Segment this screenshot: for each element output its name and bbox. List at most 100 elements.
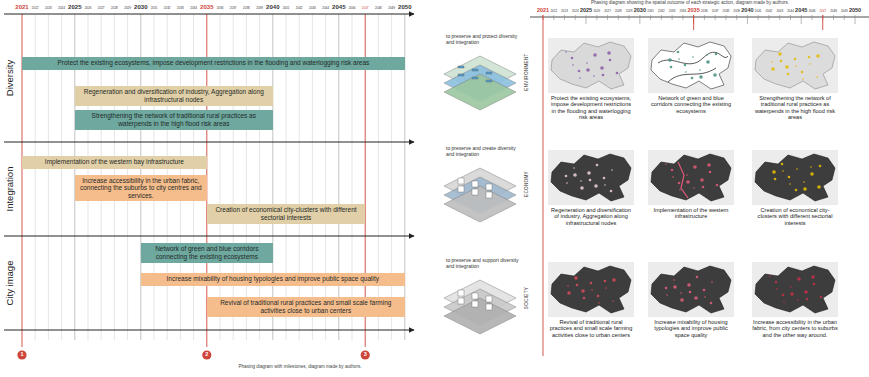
map-spot [594,184,598,188]
map-ground [548,262,634,317]
map-ground [752,38,838,93]
year-label: 2050 [398,4,411,10]
year-label: 2050 [849,8,861,14]
sector-label: SOCIETY [525,287,530,309]
map-spot [707,163,711,167]
map-spot [576,284,579,287]
action-bar: Revival of traditional rural practices a… [207,297,405,316]
iso-block [472,181,478,187]
maps [548,38,838,317]
year-tick [650,15,651,20]
year-label: 2028 [111,7,118,10]
iso-block [472,293,478,299]
map-spot [794,58,797,61]
map-spot [790,286,792,288]
map-spot [696,276,699,279]
map-spot [578,70,581,73]
year-label: 2022 [550,10,557,13]
year-tick [661,15,662,20]
year-label: 2021 [15,4,28,10]
year-tick [575,15,576,20]
map-caption: Increase mixability of housing typologie… [648,319,734,338]
map-ground [648,150,734,205]
milestone-circle [17,350,26,359]
year-label: 2038 [243,7,250,10]
map-spot [567,285,569,287]
bar-label: Creation of economical city-clusters wit… [211,206,361,221]
map-panel [648,38,734,93]
map-spot [797,277,801,281]
action-bar: Regeneration and diversification of indu… [75,86,273,105]
year-label: 2031 [151,7,158,10]
iso-block [472,77,478,79]
year-label: 2047 [362,7,369,10]
isometric-sketch [444,56,516,110]
year-label: 2022 [32,7,39,10]
map-spot [605,287,607,289]
year-label: 2024 [58,7,65,10]
year-label: 2028 [615,10,622,13]
year-tick [779,15,780,20]
iso-layer [444,186,516,222]
diagram-caption: Phasing diagram with milestones, diagram… [238,365,361,370]
map-spot [711,281,713,283]
bar-label: Revival of traditional rural practices a… [211,299,401,314]
map-ground [548,38,634,93]
row-subheading: to preserve and create diversity and int… [446,145,520,157]
map-panel: Regeneration and diversification of indu… [548,150,634,226]
row-heading: Diversity [5,60,15,96]
year-label: 2033 [177,7,184,10]
map-spot [686,180,690,184]
year-label: 2023 [45,7,52,10]
bar-label: Strengthening the network of traditional… [79,112,269,127]
iso-block [486,304,492,310]
map-panel: Increase mixability of housing typologie… [648,262,734,338]
map-spot [816,54,820,58]
map-spot [774,178,777,181]
year-label: 2042 [296,7,303,10]
year-label: 2030 [634,8,646,14]
map-caption: Increase accessibility in the urban fabr… [752,319,838,338]
map-spot [668,58,672,62]
year-label: 2032 [164,7,171,10]
timeline-grid [4,14,869,360]
year-tick [768,15,769,20]
year-tick [639,15,640,24]
map-spot [574,276,578,280]
map-spot [571,57,574,60]
year-label: 2030 [134,4,147,10]
year-tick [758,15,759,20]
bar-label: Increase mixability of housing typologie… [145,275,401,283]
year-label: 2026 [85,7,92,10]
year-tick [553,15,554,20]
year-tick [725,15,726,20]
map-spot [781,163,784,166]
year-tick [596,15,597,20]
map-spot [581,289,585,293]
milestone-number: 2 [205,352,208,358]
map-spot [680,292,682,294]
map-spot [694,296,698,300]
map-spot [565,175,568,178]
map-spot [782,294,785,297]
corridor-line [658,52,728,82]
map-spot [806,298,809,301]
iso-block [486,184,492,190]
map-spot [820,296,823,299]
map-spot [666,294,668,296]
map-spot [565,51,567,53]
map-spot [691,77,694,80]
year-label: 2031 [647,10,654,13]
map-spot [817,185,821,189]
map-region [755,42,835,89]
map-spot [803,181,805,183]
action-bar: Protect the existing ecosystems, impose … [22,57,405,70]
timeline-axis [530,17,869,18]
map-panel: Increase accessibility in the urban fabr… [752,262,838,338]
map-panel: Revival of traditional rural practices a… [548,262,634,338]
map-panel [548,150,634,205]
year-label: 2048 [375,7,382,10]
map-region [551,266,631,313]
year-label: 2023 [561,10,568,13]
